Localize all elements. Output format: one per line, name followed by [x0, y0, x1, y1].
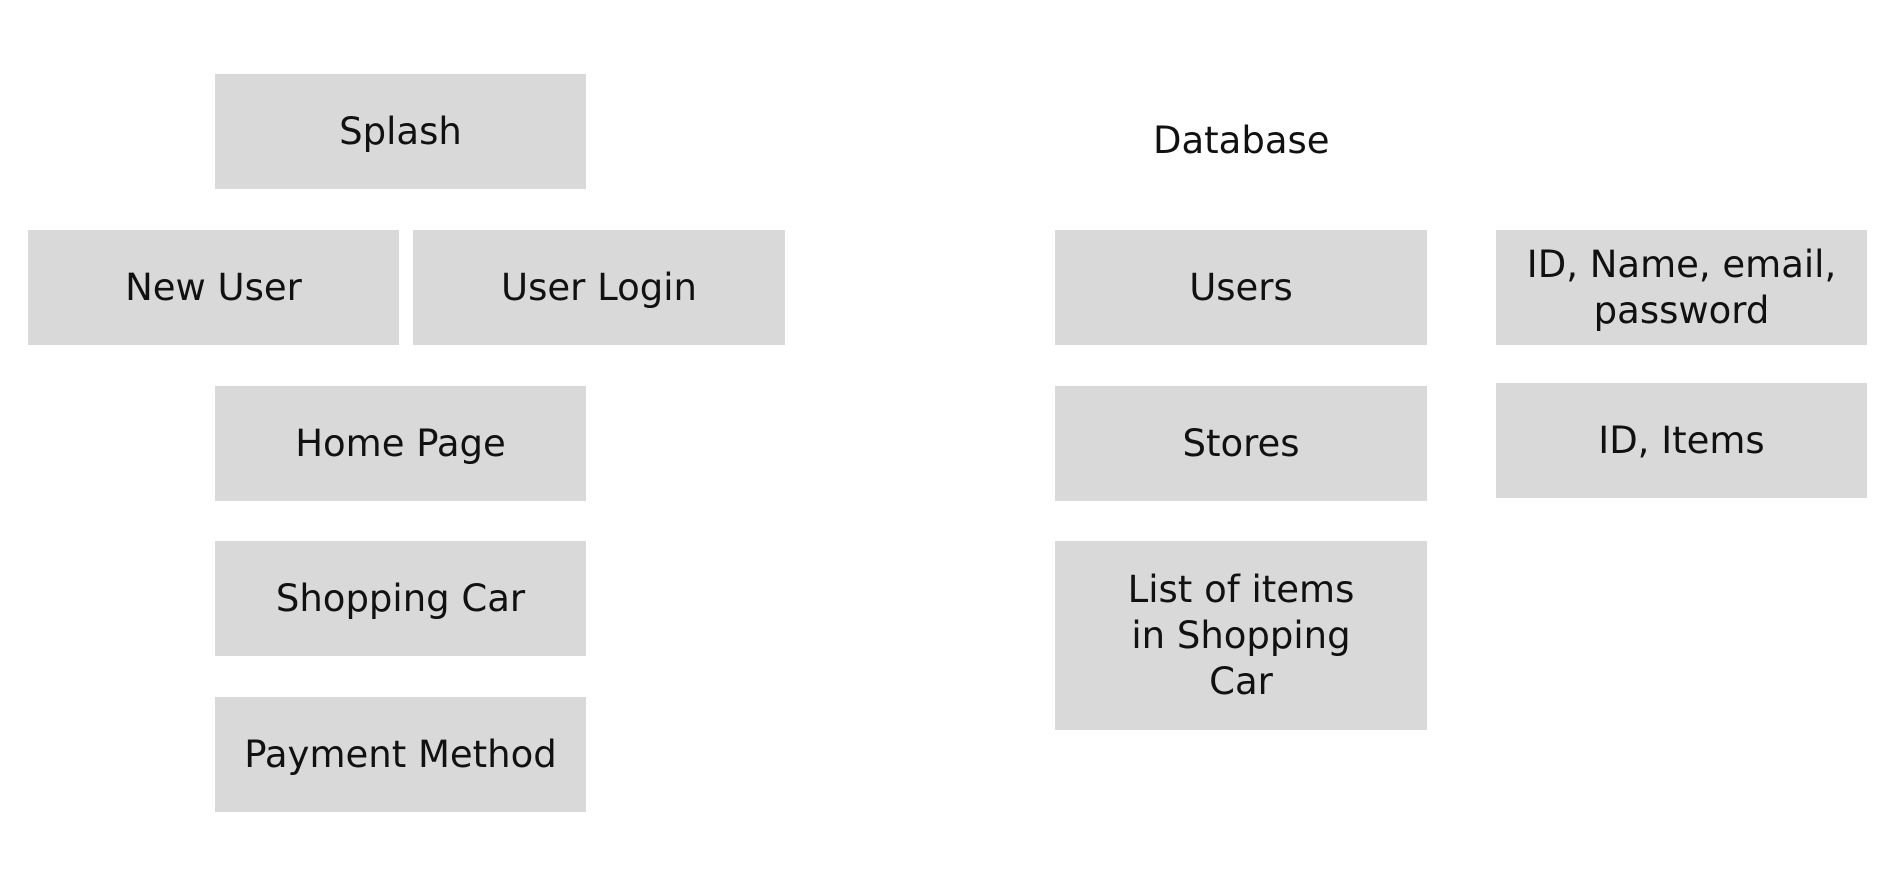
users-table-label: Users: [1189, 265, 1293, 309]
shopping-car-box: Shopping Car: [215, 541, 586, 656]
stores-table-label: Stores: [1182, 421, 1300, 465]
new-user-box: New User: [28, 230, 399, 345]
splash-box: Splash: [215, 74, 586, 189]
new-user-label: New User: [125, 265, 302, 309]
users-table-box: Users: [1055, 230, 1427, 345]
cart-items-table-box: List of items in Shopping Car: [1055, 541, 1427, 730]
splash-label: Splash: [339, 109, 462, 153]
stores-table-box: Stores: [1055, 386, 1427, 501]
stores-fields-box: ID, Items: [1496, 383, 1867, 498]
home-page-label: Home Page: [295, 421, 506, 465]
cart-items-table-label: List of items in Shopping Car: [1127, 567, 1355, 703]
users-fields-box: ID, Name, email, password: [1496, 230, 1867, 345]
user-login-label: User Login: [501, 265, 697, 309]
home-page-box: Home Page: [215, 386, 586, 501]
shopping-car-label: Shopping Car: [275, 576, 526, 620]
payment-method-box: Payment Method: [215, 697, 586, 812]
payment-method-label: Payment Method: [244, 732, 557, 776]
database-heading: Database: [1153, 119, 1330, 162]
users-fields-label: ID, Name, email, password: [1526, 242, 1837, 332]
user-login-box: User Login: [413, 230, 785, 345]
stores-fields-label: ID, Items: [1598, 418, 1765, 462]
